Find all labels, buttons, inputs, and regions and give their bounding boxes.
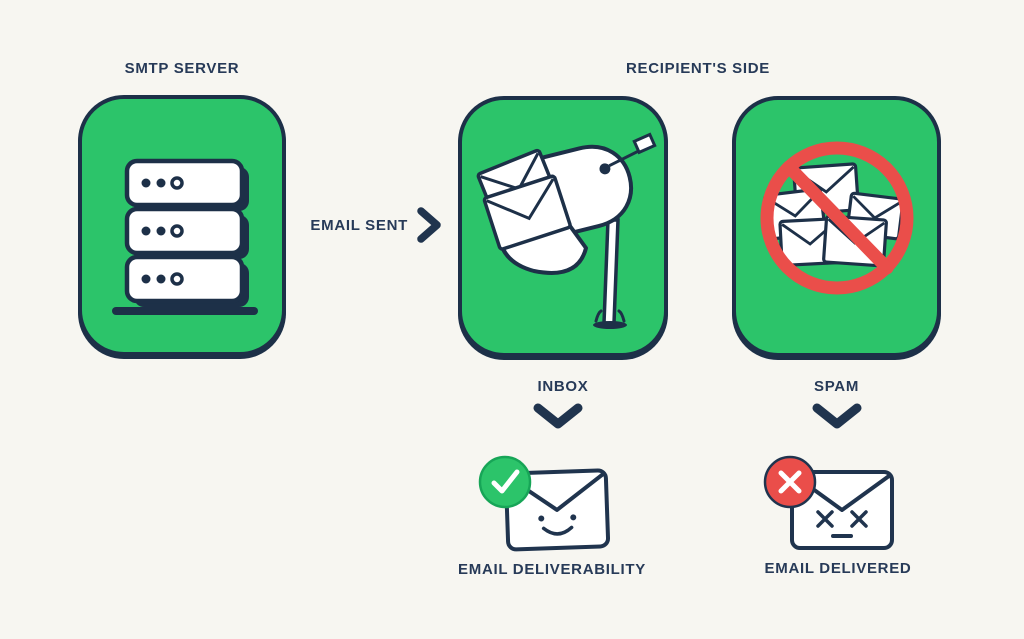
blocked-envelopes-icon [760,141,913,295]
chevron-down-icon [812,403,862,429]
email-delivered-label: EMAIL DELIVERED [764,560,912,577]
email-deliverability-label: EMAIL DELIVERABILITY [458,561,646,578]
spam-card [732,96,941,357]
spam-label: SPAM [813,378,860,395]
mailbox-icon [476,132,657,329]
smtp-server-card [78,95,286,356]
inbox-card [458,96,668,357]
recipients-side-label: RECIPIENT'S SIDE [626,60,770,77]
email-sent-group: EMAIL SENT [300,206,442,244]
chevron-down-icon [533,403,583,429]
x-badge-icon [763,455,817,509]
server-stack-icon [112,158,258,315]
envelope-smile-icon [475,452,635,565]
inbox-label: INBOX [537,378,589,395]
chevron-right-icon [417,207,441,243]
envelope-dead-icon [760,452,920,565]
smtp-server-label: SMTP SERVER [124,60,240,77]
check-badge-icon [478,455,532,509]
email-sent-label: EMAIL SENT [310,216,408,234]
